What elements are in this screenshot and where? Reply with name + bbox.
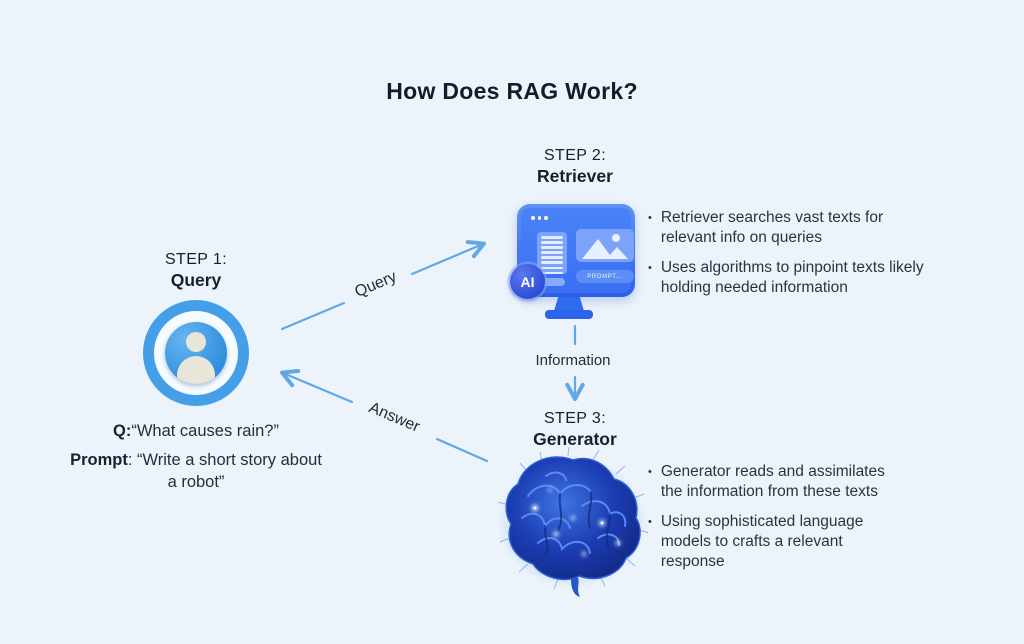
list-item: • Uses algorithms to pinpoint texts like… [648, 258, 930, 298]
query-example-text: “What causes rain?” [131, 422, 279, 440]
step1-heading: STEP 1: Query [96, 250, 296, 290]
text-list-panel [537, 232, 567, 275]
bullet-dot: • [648, 262, 652, 274]
page-title: How Does RAG Work? [386, 78, 638, 104]
bullet-dot: • [648, 516, 652, 528]
neural-brain-icon [498, 446, 648, 597]
user-in-rings-icon [143, 300, 249, 406]
information-arrow-label: Information [535, 352, 611, 369]
bullet-text: Generator reads and assimilates the info… [660, 463, 885, 500]
user-icon-head [186, 332, 206, 352]
ai-monitor-icon: PROMPT... AI [510, 204, 635, 322]
user-icon-ring [143, 300, 249, 406]
step2-bullets: • Retriever searches vast texts for rele… [648, 208, 930, 308]
bullet-text: Uses algorithms to pinpoint texts likely… [660, 259, 924, 296]
step2-name: Retriever [537, 166, 613, 186]
answer-arrow-head-segment [280, 369, 354, 404]
step1-name: Query [170, 270, 222, 290]
monitor-screen: PROMPT... [517, 204, 635, 297]
prompt-example-text: : “Write a short story about a robot” [127, 450, 322, 491]
step3-bullets: • Generator reads and assimilates the in… [648, 462, 906, 582]
query-example: Q:“What causes rain?” [66, 421, 326, 443]
user-icon-body [177, 356, 215, 384]
prompt-button: PROMPT... [576, 270, 634, 283]
list-item: • Using sophisticated language models to… [648, 512, 906, 572]
image-placeholder-icon [576, 229, 634, 262]
user-icon-circle [165, 322, 227, 384]
bullet-dot: • [648, 212, 652, 224]
list-item: • Generator reads and assimilates the in… [648, 462, 906, 502]
window-dots-icon [531, 216, 548, 220]
text-list-footer-bar [533, 278, 565, 286]
step2-kicker: STEP 2: [543, 147, 607, 164]
step2-heading: STEP 2: Retriever [475, 146, 675, 186]
step3-kicker: STEP 3: [543, 410, 607, 427]
prompt-example: Prompt: “Write a short story about a rob… [66, 450, 326, 494]
prompt-example-label: Prompt [70, 450, 128, 469]
step1-kicker: STEP 1: [164, 251, 228, 268]
bullet-text: Retriever searches vast texts for releva… [660, 209, 884, 246]
answer-arrow-segment [435, 437, 489, 463]
monitor-stand [554, 297, 584, 311]
ai-chip-badge: AI [510, 264, 545, 299]
query-arrow-segment [280, 301, 346, 331]
step3-heading: STEP 3: Generator [475, 409, 675, 449]
step3-name: Generator [533, 429, 617, 449]
step1-example-text: Q:“What causes rain?” Prompt: “Write a s… [66, 421, 326, 501]
monitor-base [545, 310, 593, 319]
list-item: • Retriever searches vast texts for rele… [648, 208, 930, 248]
bullet-text: Using sophisticated language models to c… [660, 513, 864, 570]
monitor-screen-inner: PROMPT... [521, 208, 634, 293]
query-example-label: Q: [113, 422, 132, 440]
bullet-dot: • [648, 466, 652, 478]
query-arrow-head-segment [410, 240, 486, 276]
